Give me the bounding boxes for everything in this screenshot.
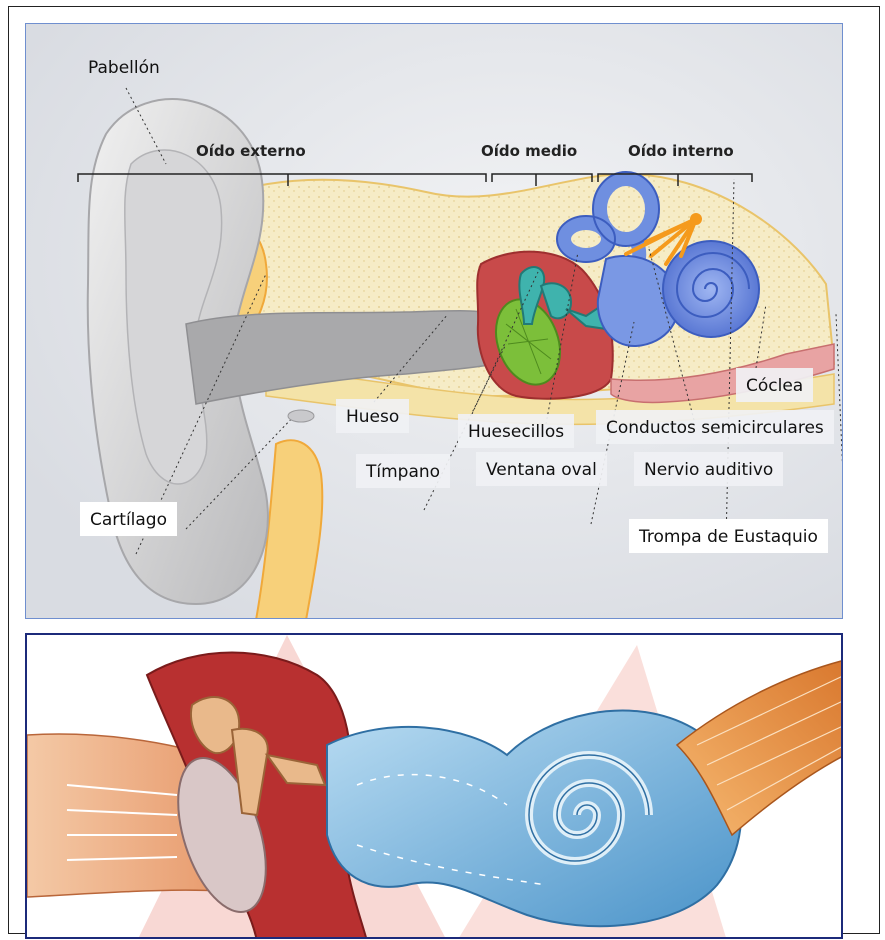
nerve-root [690, 213, 702, 225]
bone-fragment [288, 410, 314, 422]
label-conductos: Conductos semicirculares [596, 410, 834, 444]
label-inner-ear: Oído interno [628, 142, 734, 160]
label-timpano: Tímpano [356, 454, 450, 488]
sound-path-panel [25, 633, 843, 939]
label-pabellon: Pabellón [78, 50, 170, 84]
label-trompa: Trompa de Eustaquio [629, 519, 828, 553]
label-hueso: Hueso [336, 399, 409, 433]
label-huesecillos: Huesecillos [458, 414, 574, 448]
label-nervio: Nervio auditivo [634, 452, 783, 486]
sound-path-illustration [27, 635, 843, 939]
label-middle-ear: Oído medio [481, 142, 577, 160]
label-coclea: Cóclea [736, 368, 813, 402]
label-cartilago: Cartílago [80, 502, 177, 536]
figure-frame: Oído externo Oído medio Oído interno Pab… [8, 6, 880, 934]
label-ventana-oval: Ventana oval [476, 452, 607, 486]
label-outer-ear: Oído externo [196, 142, 306, 160]
